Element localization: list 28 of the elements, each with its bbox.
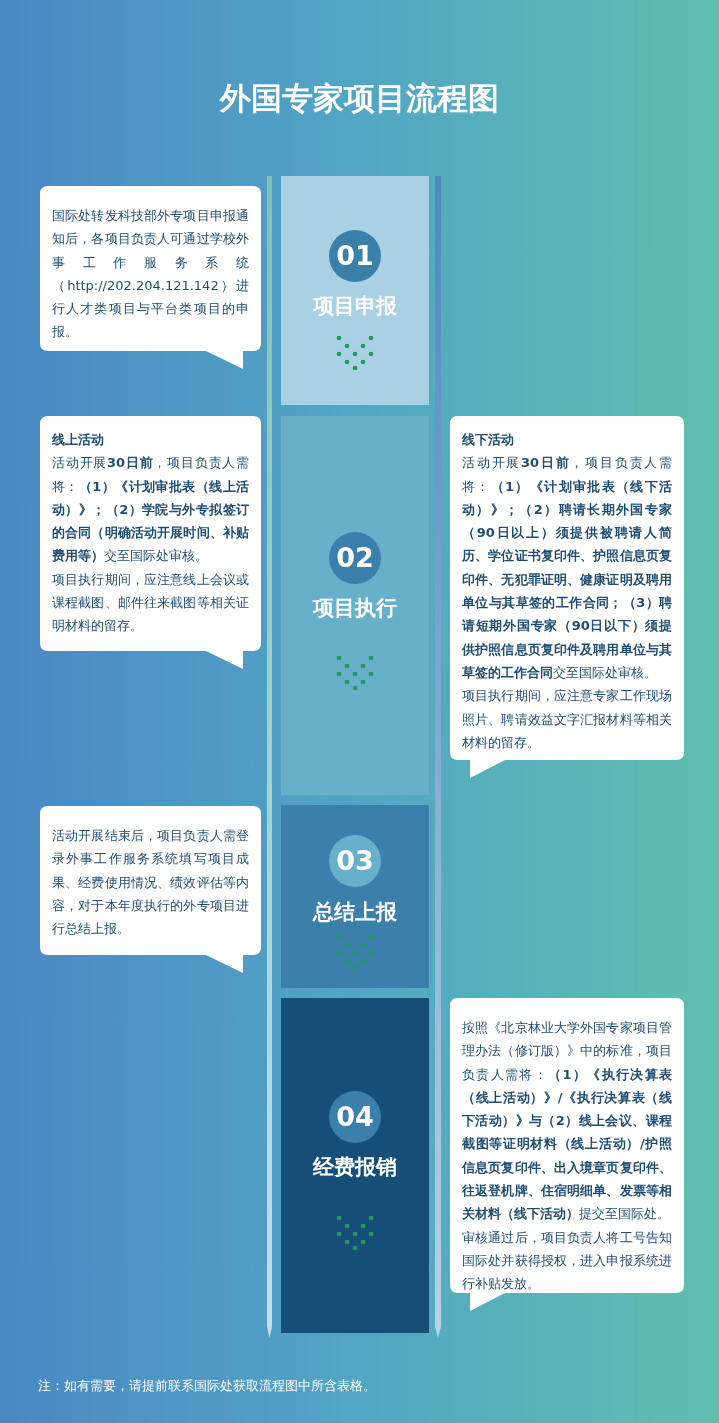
footnote: 注：如有需要，请提前联系国际处获取流程图中所含表格。 [38,1378,376,1395]
callout-text: 审核通过后，项目负责人将工号告知国际处并获得授权，进入申报系统进行补贴发放。 [462,1228,672,1294]
title: 外国专家项目流程图 [218,79,500,118]
callout-text: 项目执行期间，应注意线上会议或课程截图、邮件往来截图等相关证明材料的留存。 [52,570,249,636]
stage-label: 总结上报 [311,899,398,925]
callout-text: 国际处转发科技部外专项目申报通知后，各项目负责人可通过学校外事工作服务系统（http://202.204.121.142）进行人才类项目与平台类项目的申报。 [52,207,249,342]
stage-label: 项目申报 [311,293,398,319]
speech-bubble [40,806,261,973]
number-circle: 04 [329,1091,381,1143]
callout-text: 活动开展结束后，项目负责人需登录外事工作服务系统填写项目成果、经费使用情况、绩效评估等内容，对于本年度执行的外专项目进行总结上报。 [52,827,249,939]
speech-bubble [40,186,261,369]
callout-text: 活动开展30日前，项目负责人需将：（1）《计划审批表（线上活动）》；（2）学院与外专拟签订的合同（明确活动开展时间、补贴费用等）交至国际处审核。 [52,454,249,566]
callout-text: 按照《北京林业大学外国专家项目管理办法（修订版）》中的标准，项目负责人需将：（1）《执行决算表（线上活动）》/《执行决算表（线下活动）》与（2）线上会议、课程截图等证明材料（线上活动）/护照信息页复印件、出入境章页复印件、往返登机牌、住宿明细单、发票等相关材料（线下活动）提交至国际处。 [462,1019,672,1224]
stage-band [281,998,429,1333]
stage-band [281,176,429,405]
number-circle: 01 [329,230,381,282]
callout-text: 项目执行期间，应注意专家工作现场照片、聘请效益文字汇报材料等相关材料的留存。 [462,687,672,752]
stage-band [281,416,429,795]
speech-bubble [40,416,261,669]
callout-heading: 线下活动 [462,431,515,449]
number-circle: 03 [329,835,381,887]
stage-label: 项目执行 [311,595,398,621]
stage-band [281,805,429,988]
stage-label: 经费报销 [312,1154,398,1180]
number-circle: 02 [329,532,381,584]
callout-heading: 线上活动 [52,431,105,449]
speech-bubble [450,416,684,778]
speech-bubble [450,998,684,1311]
